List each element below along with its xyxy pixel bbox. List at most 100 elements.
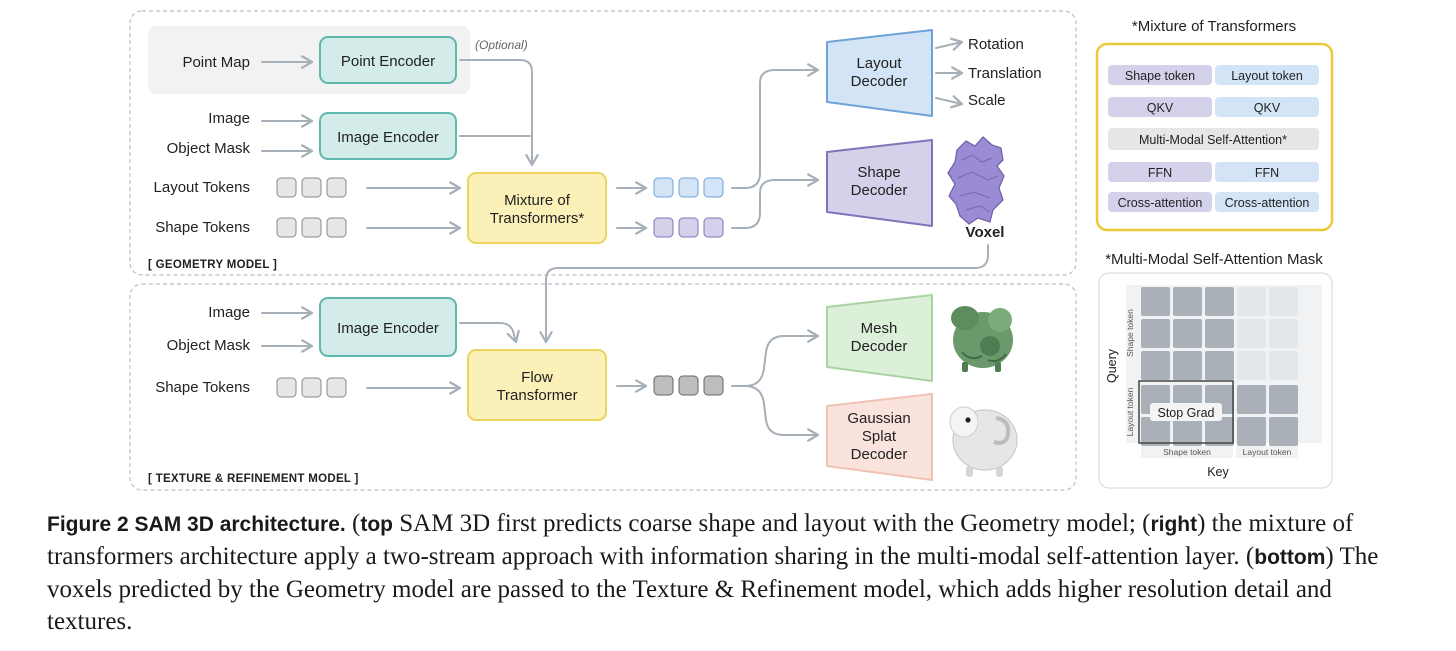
- voxel-image: [947, 136, 1005, 225]
- svg-text:Point Encoder: Point Encoder: [341, 53, 435, 70]
- row-group-layout: Layout token: [1125, 387, 1135, 436]
- mask-cell: [1173, 417, 1202, 446]
- mask-cell: [1141, 351, 1170, 380]
- svg-text:Image Encoder: Image Encoder: [337, 320, 439, 337]
- caption-kw-right: right: [1150, 513, 1198, 536]
- mask-cell: [1141, 319, 1170, 348]
- output-rotation: Rotation: [968, 36, 1024, 53]
- svg-text:Multi-Modal Self-Attention*: Multi-Modal Self-Attention*: [1139, 133, 1287, 147]
- texture-model-title: [ TEXTURE & REFINEMENT MODEL ]: [148, 473, 359, 485]
- tex-input-object-mask: Object Mask: [167, 337, 251, 354]
- mot-row-qkv: QKV QKV: [1108, 97, 1319, 117]
- geometry-arrows: [261, 37, 964, 235]
- input-shape-tokens: Shape Tokens: [155, 219, 250, 236]
- svg-text:Cross-attention: Cross-attention: [1225, 196, 1310, 210]
- point-encoder-box: Point Encoder: [319, 36, 457, 84]
- mixture-of-transformers-box: Mixture of Transformers*: [467, 172, 607, 244]
- mask-cell: [1205, 319, 1234, 348]
- svg-text:FFN: FFN: [1148, 166, 1172, 180]
- mask-panel-title: *Multi-Modal Self-Attention Mask: [1105, 251, 1323, 268]
- svg-text:Shape token: Shape token: [1125, 69, 1195, 83]
- mot-row-self-attention: Multi-Modal Self-Attention*: [1108, 128, 1319, 150]
- texture-model-panel: [ TEXTURE & REFINEMENT MODEL ] Image Obj…: [129, 244, 1077, 491]
- mask-cell: [1141, 287, 1170, 316]
- layout-token-squares: [276, 177, 347, 198]
- gaussian-splat-decoder-box: Gaussian Splat Decoder: [826, 393, 933, 481]
- mask-cell: [1205, 417, 1234, 446]
- geometry-model-panel: [ GEOMETRY MODEL ] Point Map Image Objec…: [129, 10, 1077, 276]
- svg-text:Decoder: Decoder: [851, 73, 908, 90]
- input-point-map: Point Map: [182, 54, 250, 71]
- mask-cell: [1173, 287, 1202, 316]
- svg-text:QKV: QKV: [1254, 101, 1281, 115]
- mask-cell: [1237, 385, 1266, 414]
- stop-grad-region: [1138, 380, 1234, 444]
- caption-lead: Figure 2 SAM 3D architecture.: [47, 513, 346, 536]
- gaussian-sheep-image: [949, 406, 1018, 477]
- caption-kw-bottom: bottom: [1254, 546, 1326, 569]
- mask-cell: [1269, 319, 1298, 348]
- image-encoder-box: Image Encoder: [319, 112, 457, 160]
- query-axis-label: Query: [1105, 348, 1119, 383]
- mot-row-cross-attention: Cross-attention Cross-attention: [1108, 192, 1319, 212]
- tex-image-encoder-box: Image Encoder: [319, 297, 457, 357]
- svg-text:Transformers*: Transformers*: [490, 210, 585, 227]
- tex-input-image: Image: [208, 304, 250, 321]
- output-translation: Translation: [968, 65, 1042, 82]
- mask-cell: [1237, 351, 1266, 380]
- layout-decoder-box: Layout Decoder: [826, 29, 933, 117]
- mot-panel-title: *Mixture of Transformers: [1132, 18, 1296, 35]
- geometry-model-title: [ GEOMETRY MODEL ]: [148, 259, 277, 271]
- svg-text:Image Encoder: Image Encoder: [337, 129, 439, 146]
- caption-sentence-1: SAM 3D first predicts coarse shape and l…: [392, 510, 1151, 537]
- input-object-mask: Object Mask: [167, 140, 251, 157]
- caption-kw-top: top: [360, 513, 393, 536]
- output-scale: Scale: [968, 92, 1006, 109]
- svg-text:Splat: Splat: [862, 428, 897, 445]
- tex-output-token-squares: [653, 375, 724, 396]
- mask-cell: [1269, 351, 1298, 380]
- mesh-sheep-image: [951, 306, 1013, 372]
- shape-output-token-squares: [653, 217, 724, 238]
- svg-text:Cross-attention: Cross-attention: [1118, 196, 1203, 210]
- svg-text:QKV: QKV: [1147, 101, 1174, 115]
- svg-text:Gaussian: Gaussian: [847, 410, 910, 427]
- architecture-diagram: [ GEOMETRY MODEL ] Point Map Image Objec…: [129, 10, 1334, 491]
- mask-cell: [1173, 319, 1202, 348]
- caption-sentence-3: ) The voxels predicted by the Geometry m…: [47, 543, 1379, 635]
- optional-label: (Optional): [475, 38, 528, 52]
- mot-row-tokens: Shape token Layout token: [1108, 65, 1319, 85]
- figure-caption: Figure 2 SAM 3D architecture. (top SAM 3…: [47, 510, 1379, 635]
- flow-transformer-box: Flow Transformer: [467, 349, 607, 421]
- input-layout-tokens: Layout Tokens: [154, 179, 250, 196]
- mask-cell: [1173, 351, 1202, 380]
- mask-cell: [1205, 287, 1234, 316]
- svg-text:Decoder: Decoder: [851, 182, 908, 199]
- mask-cell: [1269, 385, 1298, 414]
- row-group-shape: Shape token: [1125, 309, 1135, 357]
- col-group-layout: Layout token: [1243, 447, 1292, 457]
- mask-panel: *Multi-Modal Self-Attention Mask Stop Gr…: [1098, 251, 1333, 489]
- mask-cell: [1269, 417, 1298, 446]
- tex-shape-token-squares: [276, 377, 347, 398]
- svg-text:Mesh: Mesh: [861, 320, 898, 337]
- caption-sentence-2: ) the mixture of transformers architectu…: [47, 510, 1354, 570]
- svg-text:FFN: FFN: [1255, 166, 1279, 180]
- svg-text:Layout token: Layout token: [1231, 69, 1303, 83]
- tex-input-shape-tokens: Shape Tokens: [155, 379, 250, 396]
- col-group-shape: Shape token: [1163, 447, 1211, 457]
- mask-cell: [1237, 417, 1266, 446]
- svg-text:Shape: Shape: [857, 164, 900, 181]
- svg-text:Decoder: Decoder: [851, 338, 908, 355]
- mask-cell: [1269, 287, 1298, 316]
- key-axis-label: Key: [1207, 465, 1229, 479]
- mask-cell: [1237, 319, 1266, 348]
- input-image: Image: [208, 110, 250, 127]
- stop-grad-label: Stop Grad: [1158, 406, 1215, 420]
- output-voxel: Voxel: [966, 224, 1005, 241]
- texture-arrows: [261, 244, 989, 442]
- layout-output-token-squares: [653, 177, 724, 198]
- mask-cell: [1205, 351, 1234, 380]
- mask-cell: [1141, 417, 1170, 446]
- svg-text:Flow: Flow: [521, 369, 553, 386]
